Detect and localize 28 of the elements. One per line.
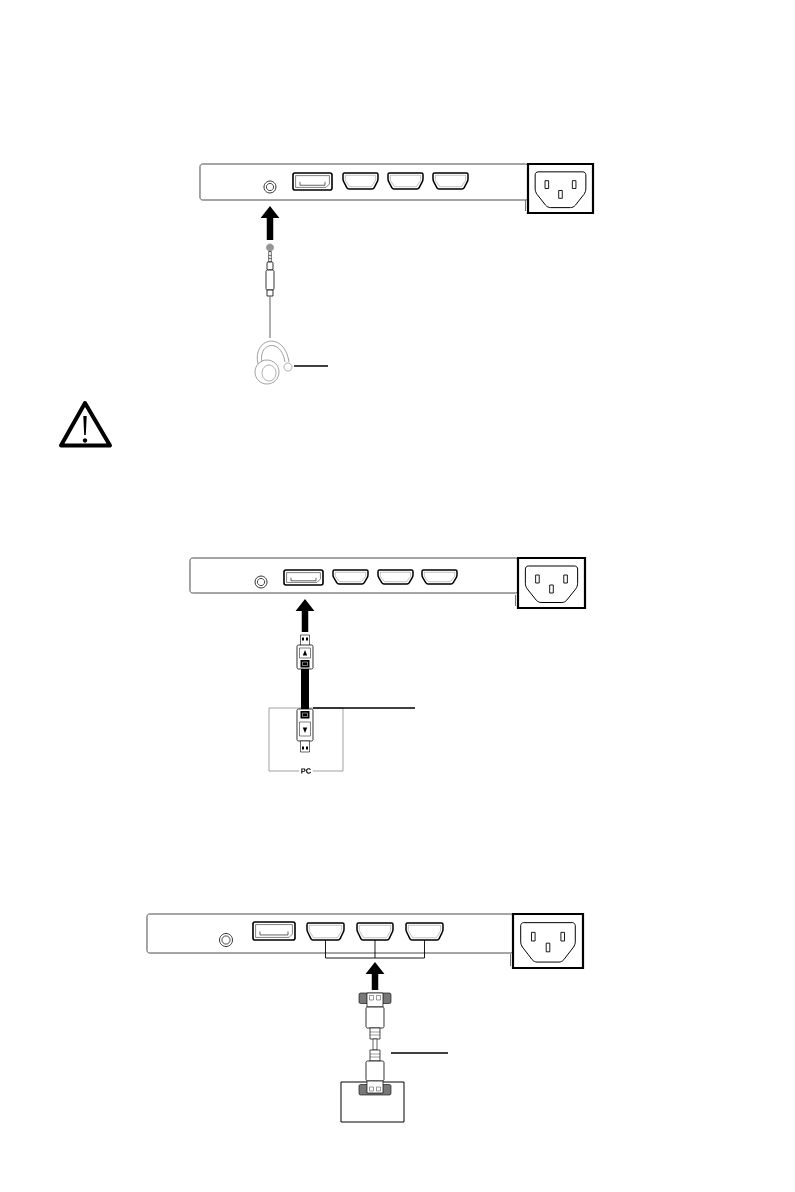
power-inlet bbox=[510, 912, 585, 970]
audio-jack bbox=[254, 575, 268, 589]
rear-panel bbox=[199, 163, 529, 201]
displayport-socket bbox=[283, 569, 324, 586]
hdmi-socket bbox=[377, 569, 414, 585]
headphones bbox=[254, 243, 293, 385]
hdmi-socket bbox=[387, 172, 424, 190]
hdmi-socket bbox=[432, 172, 469, 190]
leader-line bbox=[293, 365, 329, 367]
displayport-socket bbox=[252, 921, 296, 941]
audio-jack bbox=[263, 180, 277, 194]
displayport-socket bbox=[292, 172, 333, 191]
hdmi-socket bbox=[306, 922, 345, 941]
device-box bbox=[340, 1081, 405, 1123]
leader-line bbox=[312, 707, 416, 709]
leader-line bbox=[390, 1052, 449, 1054]
hdmi-socket bbox=[356, 922, 394, 941]
power-inlet bbox=[515, 556, 587, 610]
hdmi-socket bbox=[405, 922, 444, 941]
audio-jack bbox=[219, 933, 233, 947]
hdmi-socket bbox=[342, 172, 379, 190]
power-inlet bbox=[525, 162, 595, 215]
hdmi-socket bbox=[421, 569, 458, 585]
hdmi-socket bbox=[332, 569, 369, 585]
rear-panel bbox=[189, 557, 519, 594]
hdmi-cable bbox=[358, 992, 392, 1096]
rear-panel bbox=[146, 913, 514, 954]
displayport-cable bbox=[296, 634, 314, 753]
